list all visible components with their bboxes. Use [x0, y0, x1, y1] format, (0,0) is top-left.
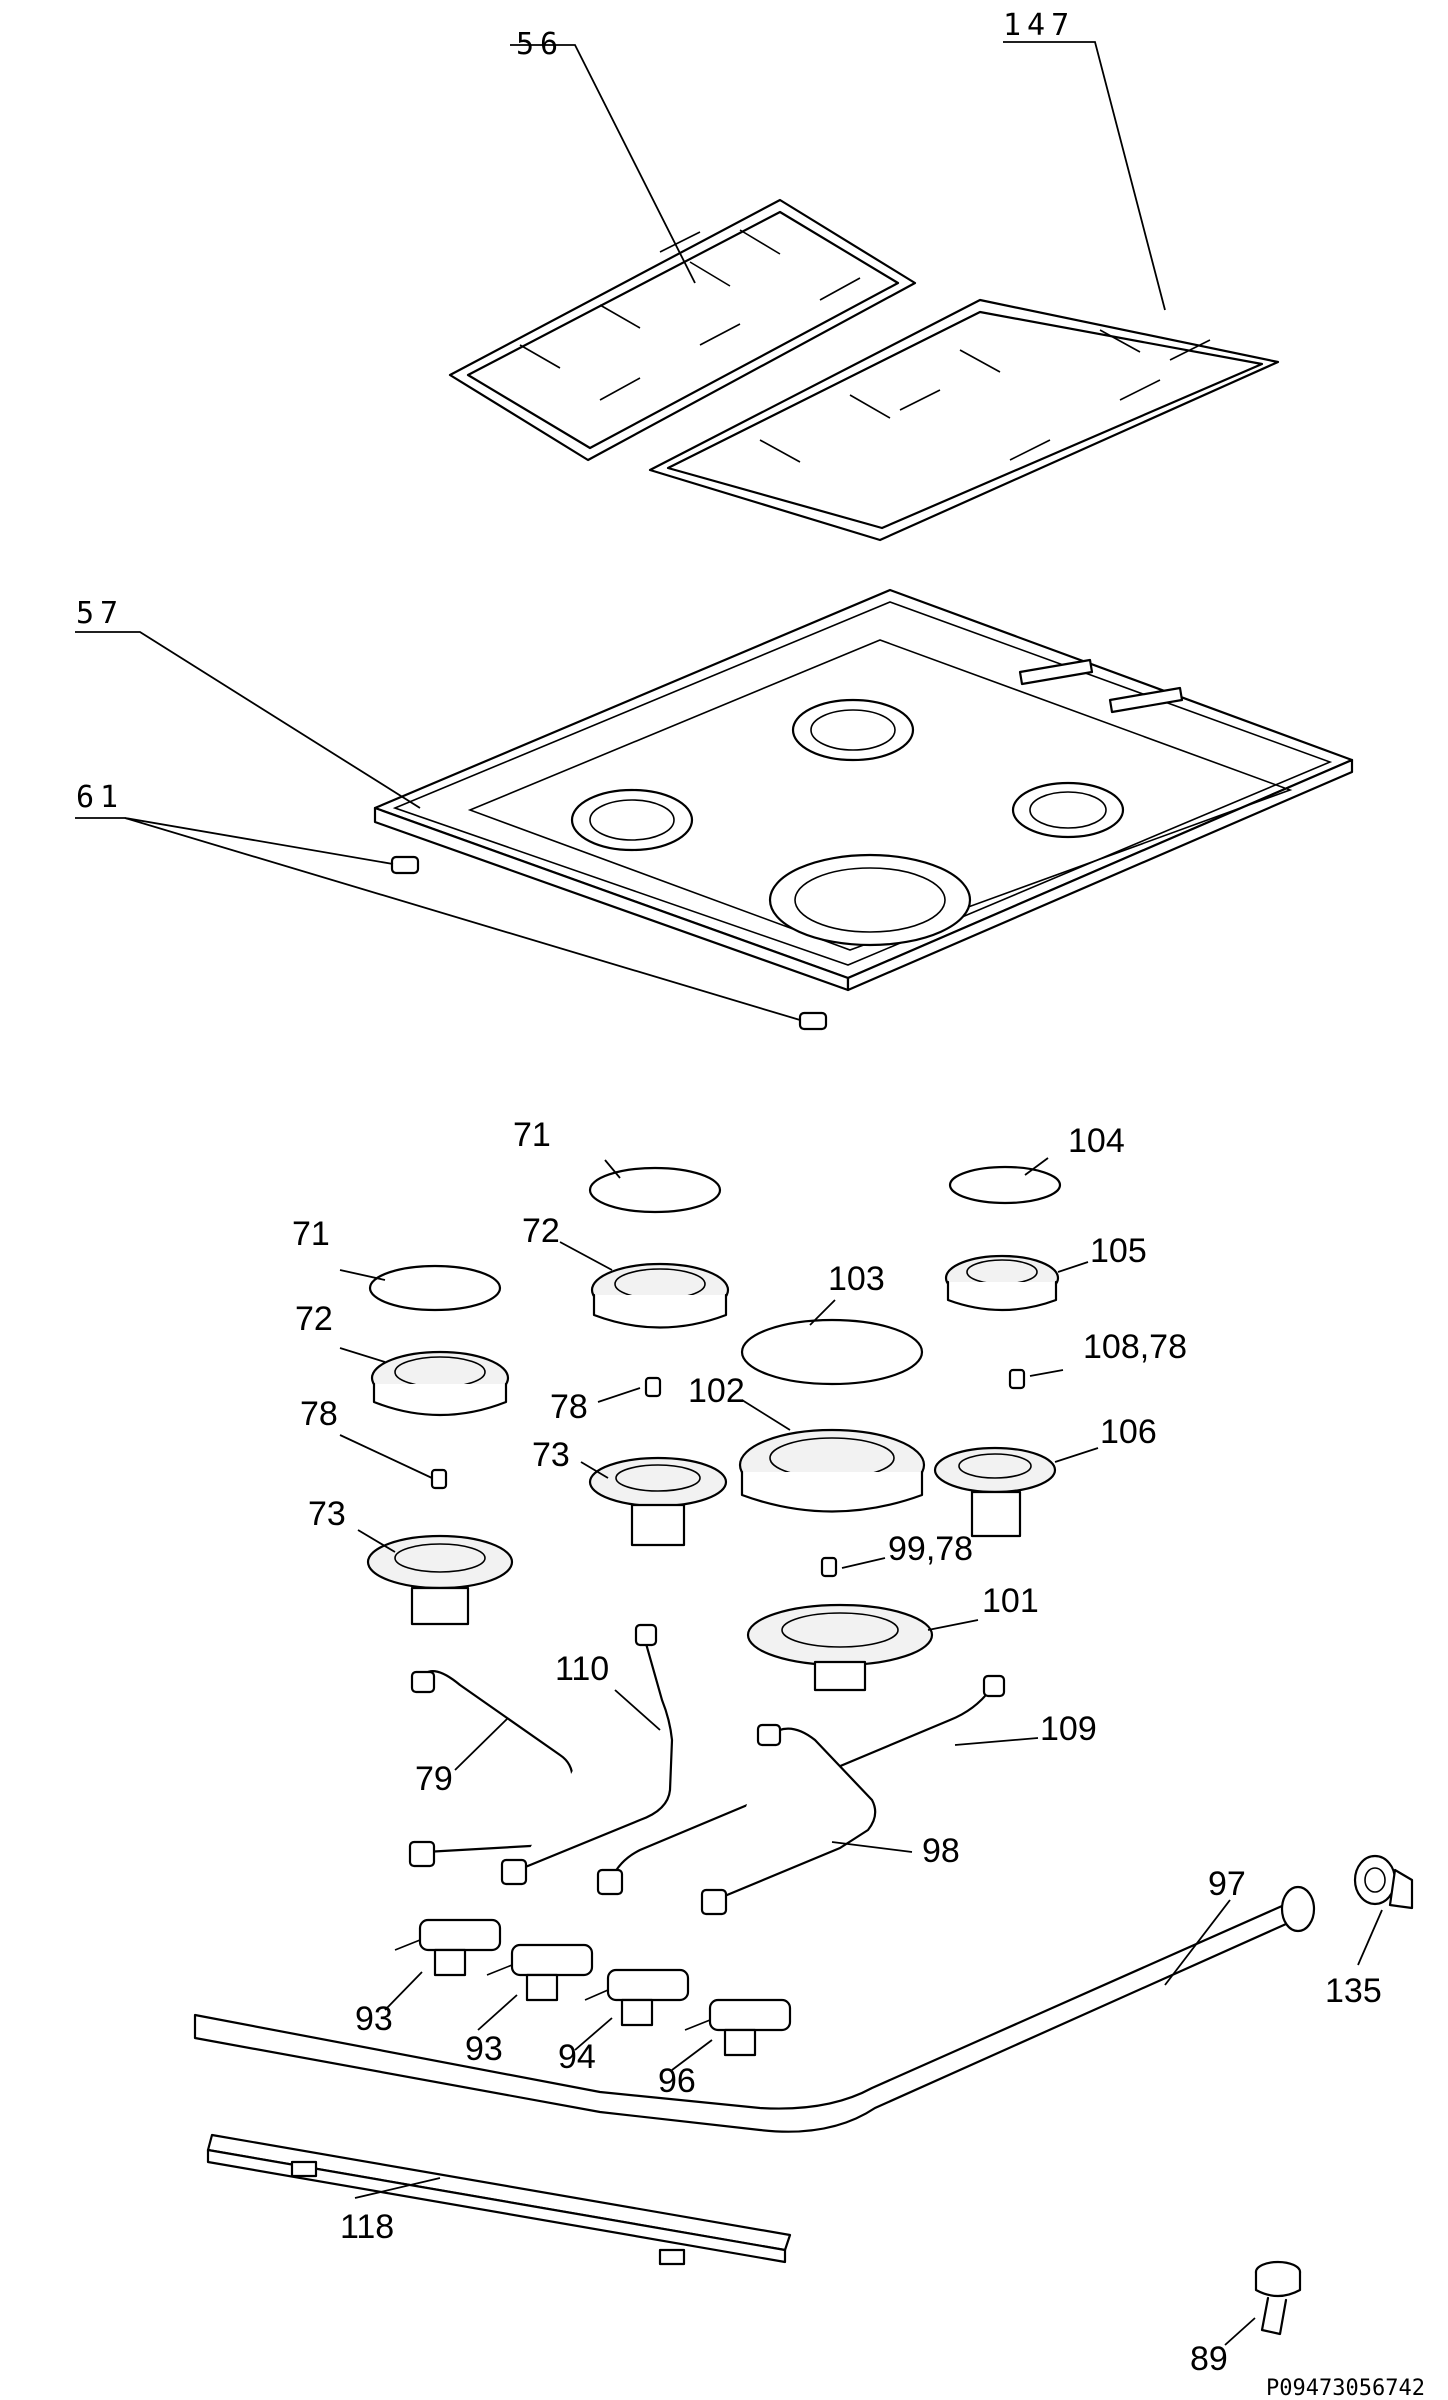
- burner-crown-72-top: [590, 1262, 730, 1329]
- callout-labels: 56 147 57 61 71 104 71 72 103 105 72 108…: [76, 8, 1425, 2400]
- label-135: 135: [1325, 1972, 1382, 2010]
- gas-pipe-110: [500, 1623, 674, 1886]
- label-73-left: 73: [308, 1495, 346, 1533]
- label-56: 56: [516, 27, 564, 62]
- label-97: 97: [1208, 1865, 1246, 1903]
- label-79: 79: [415, 1760, 453, 1798]
- pan-support-left: [448, 198, 917, 462]
- injector-78-mid: [644, 1376, 662, 1398]
- label-71-top: 71: [513, 1116, 551, 1154]
- drawing-code: P09473056742: [1266, 2376, 1425, 2400]
- label-105: 105: [1090, 1232, 1147, 1270]
- label-89: 89: [1190, 2340, 1228, 2378]
- burner-cap-104: [948, 1165, 1062, 1205]
- mounting-bracket-118: [206, 2133, 792, 2266]
- label-101: 101: [982, 1582, 1039, 1620]
- label-78-left: 78: [300, 1395, 338, 1433]
- label-61: 61: [76, 780, 124, 815]
- burner-base-106: [933, 1446, 1057, 1538]
- label-78-mid: 78: [550, 1388, 588, 1426]
- label-72-left: 72: [295, 1300, 333, 1338]
- burner-base-73-left: [366, 1534, 514, 1626]
- label-102: 102: [688, 1372, 745, 1410]
- label-99-78: 99,78: [888, 1530, 973, 1568]
- injector-108-78: [1008, 1368, 1026, 1390]
- label-96: 96: [658, 2062, 696, 2100]
- injector-99-78: [820, 1556, 838, 1578]
- gas-tap-93-left: [394, 1918, 502, 1977]
- gas-inlet-connector-89: [1254, 2260, 1302, 2336]
- label-147: 147: [1003, 8, 1075, 43]
- connector-135: [1353, 1854, 1414, 1910]
- label-93-right: 93: [465, 2030, 503, 2068]
- label-110: 110: [555, 1650, 609, 1688]
- label-72-top: 72: [522, 1212, 560, 1250]
- label-71-left: 71: [292, 1215, 330, 1253]
- clip-part-61-upper: [390, 855, 420, 875]
- label-57: 57: [76, 596, 124, 631]
- label-106: 106: [1100, 1413, 1157, 1451]
- leader-lines: [75, 41, 1383, 2346]
- label-108-78: 108,78: [1083, 1328, 1187, 1366]
- gas-tap-93-right: [486, 1943, 594, 2002]
- label-104: 104: [1068, 1122, 1125, 1160]
- gas-tap-96: [684, 1998, 792, 2057]
- gas-pipe-98: [700, 1723, 877, 1916]
- label-103: 103: [828, 1260, 885, 1298]
- label-118: 118: [340, 2208, 394, 2246]
- injector-78-left: [430, 1468, 448, 1490]
- hob-top-panel: [373, 588, 1354, 992]
- label-109: 109: [1040, 1710, 1097, 1748]
- burner-cap-103: [740, 1318, 924, 1386]
- manifold-pipe-97: [193, 1885, 1316, 2133]
- label-73-mid: 73: [532, 1436, 570, 1474]
- pan-support-right: [648, 298, 1280, 542]
- clip-part-61-lower: [798, 1011, 828, 1031]
- burner-base-73-mid: [588, 1456, 728, 1547]
- burner-crown-105: [944, 1254, 1060, 1312]
- burner-base-101: [746, 1603, 934, 1692]
- label-93-left: 93: [355, 2000, 393, 2038]
- burner-cap-71-left: [368, 1264, 502, 1312]
- label-94: 94: [558, 2038, 596, 2076]
- burner-cap-71-top: [588, 1166, 722, 1214]
- label-98: 98: [922, 1832, 960, 1870]
- burner-crown-102: [738, 1428, 926, 1513]
- burner-crown-72-left: [370, 1350, 510, 1417]
- gas-tap-94: [584, 1968, 690, 2027]
